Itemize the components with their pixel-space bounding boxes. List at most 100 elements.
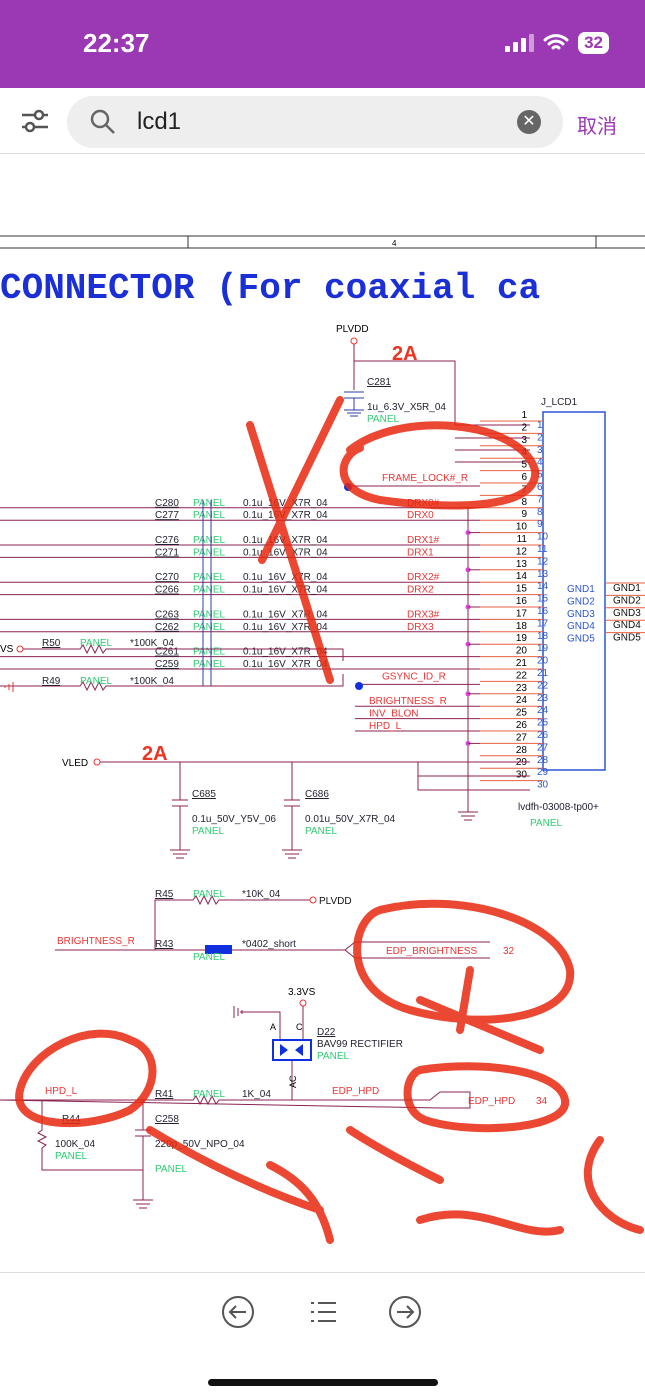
pin-number: 15: [516, 584, 528, 595]
pin-number: 16: [516, 596, 528, 607]
cap-ref: C270: [155, 572, 179, 583]
cap-ref: C262: [155, 622, 179, 633]
cap-ref: C263: [155, 609, 179, 620]
pin-number: 11: [517, 534, 528, 545]
pin-label: 5: [537, 470, 543, 481]
cap-value: 0.1u_16V_X7R_04: [243, 572, 328, 583]
schematic-label: PANEL: [155, 1164, 187, 1175]
filter-settings-icon[interactable]: [20, 108, 50, 134]
ruler-number: 4: [392, 239, 397, 248]
schematic-label: R50: [42, 638, 61, 649]
edp-hpd-port: EDP_HPD: [468, 1096, 515, 1107]
panel-label: PANEL: [193, 547, 225, 558]
pin-label: 25: [537, 718, 549, 729]
schematic-label: EDP_HPD: [332, 1086, 379, 1097]
search-query[interactable]: lcd1: [137, 108, 182, 135]
schematic-label: PANEL: [317, 1051, 349, 1062]
signal-net-label: DRX2: [407, 585, 434, 596]
schematic-view[interactable]: 4 CONNECTOR (For coaxial ca PLVDD 2A C28…: [0, 155, 645, 1272]
pin-number: 6: [521, 472, 527, 483]
schematic-label: R41: [155, 1089, 174, 1100]
signal-net-label: BRIGHTNESS_R: [369, 696, 447, 707]
schematic-label: PANEL: [193, 1089, 225, 1100]
connector-ref: J_LCD1: [541, 397, 578, 408]
schematic-title: CONNECTOR (For coaxial ca: [0, 268, 540, 309]
gnd-net-label: GND2: [613, 595, 641, 606]
next-result-icon[interactable]: [388, 1295, 422, 1329]
current-label: 2A: [392, 343, 418, 365]
signal-net-label: HPD_L: [369, 721, 402, 732]
outline-list-icon[interactable]: [306, 1295, 340, 1329]
pin-number: 12: [516, 546, 528, 557]
gnd-pin-label: GND1: [567, 584, 595, 595]
pin-label: 19: [537, 643, 549, 654]
schematic-label: 0.01u_50V_X7R_04: [305, 814, 396, 825]
cap-ref: C276: [155, 535, 179, 546]
gnd-pin-label: GND2: [567, 596, 595, 607]
panel-label: PANEL: [367, 414, 399, 425]
result-navigation-bar: [0, 1272, 645, 1398]
panel-label: PANEL: [193, 572, 225, 583]
pin-label: 26: [537, 730, 549, 741]
schematic-label: C258: [155, 1114, 179, 1125]
pin-number: 8: [521, 497, 527, 508]
schematic-label: PANEL: [193, 952, 225, 963]
pin-label: 30: [537, 780, 549, 791]
cap-value: 0.1u_16V_X7R_04: [243, 547, 328, 558]
search-header: lcd1 ✕ 取消: [0, 88, 645, 154]
pin-label: 6: [537, 482, 543, 493]
cap-ref: C261: [155, 647, 179, 658]
pin-number: 24: [516, 695, 528, 706]
clock: 22:37: [83, 28, 150, 58]
c281-value: 1u_6.3V_X5R_04: [367, 402, 446, 413]
gnd-net-label: GND3: [613, 608, 641, 619]
pin-label: 1: [537, 420, 543, 431]
pin-label: 28: [537, 755, 549, 766]
schematic-label: *10K_04: [242, 889, 281, 900]
schematic-label: 34: [536, 1096, 548, 1107]
schematic-label: PANEL: [192, 826, 224, 837]
schematic-label: PANEL: [80, 676, 112, 687]
c281-ref: C281: [367, 377, 391, 388]
signal-net-label: FRAME_LOCK#_R: [382, 473, 468, 484]
schematic-label: PANEL: [55, 1151, 87, 1162]
schematic-label: 0.1u_50V_Y5V_06: [192, 814, 276, 825]
schematic-label: 220p_50V_NPO_04: [155, 1139, 245, 1150]
previous-result-icon[interactable]: [221, 1295, 255, 1329]
schematic-label: BRIGHTNESS_R: [57, 936, 135, 947]
search-input[interactable]: lcd1 ✕: [67, 96, 563, 148]
pin-number: 17: [516, 608, 528, 619]
pin-number: 5: [521, 460, 527, 471]
pin-label: 29: [537, 767, 549, 778]
signal-net-label: DRX3#: [407, 609, 440, 620]
cap-ref: C271: [155, 547, 179, 558]
net-vs: VS: [0, 644, 14, 655]
pin-number: 22: [516, 670, 528, 681]
net-vled: VLED: [62, 758, 88, 769]
clear-search-icon[interactable]: ✕: [517, 110, 541, 134]
search-icon: [90, 109, 115, 134]
schematic-label: 1K_04: [242, 1089, 271, 1100]
pin-number: 25: [516, 708, 528, 719]
cap-value: 0.1u_16V_X7R_04: [243, 659, 328, 670]
panel-label: PANEL: [530, 818, 562, 829]
cancel-button[interactable]: 取消: [577, 116, 617, 138]
pin-label: 23: [537, 693, 549, 704]
pin-number: 14: [516, 571, 528, 582]
schematic-label: *0402_short: [242, 939, 296, 950]
net-plvdd: PLVDD: [336, 324, 369, 335]
home-indicator: [208, 1379, 438, 1386]
schematic-label: AC: [288, 1075, 298, 1088]
cap-ref: C259: [155, 659, 179, 670]
pin-number: 10: [516, 522, 528, 533]
pin-label: 24: [537, 705, 549, 716]
gnd-pin-label: GND5: [567, 634, 595, 645]
pin-label: 13: [537, 569, 549, 580]
pin-label: 15: [537, 594, 549, 605]
panel-label: PANEL: [193, 647, 225, 658]
pin-number: 2: [521, 422, 527, 433]
pin-label: 2: [537, 432, 543, 443]
gnd-net-label: GND4: [613, 620, 641, 631]
schematic-label: C686: [305, 789, 329, 800]
